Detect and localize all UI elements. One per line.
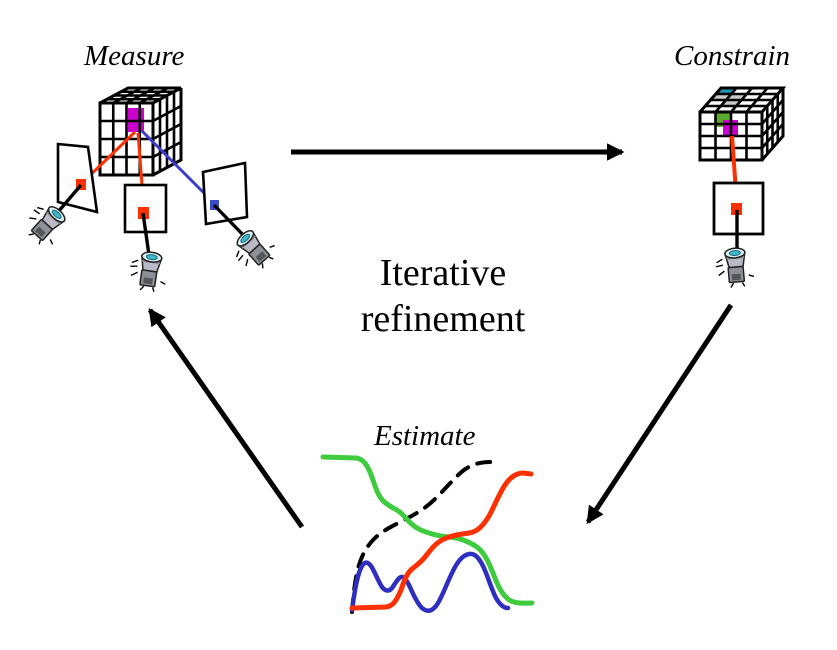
arrow-constrain-to-estimate bbox=[585, 303, 734, 525]
blue-ray-right bbox=[140, 129, 216, 205]
measure-label: Measure bbox=[84, 40, 185, 72]
camera-icon bbox=[713, 246, 756, 290]
projected-point-red bbox=[731, 203, 742, 215]
green-estimate-curve bbox=[320, 454, 535, 606]
red-estimate-curve bbox=[349, 470, 534, 611]
measure-image-plane-right bbox=[201, 161, 252, 244]
constrain-label: Constrain bbox=[674, 40, 791, 72]
measure-image-plane-center bbox=[123, 183, 168, 263]
arrow-estimate-to-measure bbox=[147, 307, 305, 529]
cube-outline bbox=[98, 86, 183, 177]
iterative-refinement-label: Iterative refinement bbox=[360, 252, 526, 340]
cube-outline bbox=[698, 86, 787, 162]
camera-icon bbox=[226, 222, 282, 278]
constrain-image-plane bbox=[712, 181, 765, 258]
constrain-voxel-cube bbox=[698, 86, 787, 162]
cube-grid-lines bbox=[700, 87, 784, 160]
dashed-estimate-curve bbox=[350, 460, 493, 614]
measure-voxel-cube bbox=[98, 86, 183, 177]
camera-icon bbox=[126, 248, 171, 294]
estimate-curves bbox=[320, 454, 535, 614]
measure-image-plane-left bbox=[50, 142, 99, 221]
projected-point-red bbox=[76, 179, 86, 190]
estimate-label: Estimate bbox=[374, 420, 476, 452]
blue-estimate-curve bbox=[349, 551, 511, 613]
